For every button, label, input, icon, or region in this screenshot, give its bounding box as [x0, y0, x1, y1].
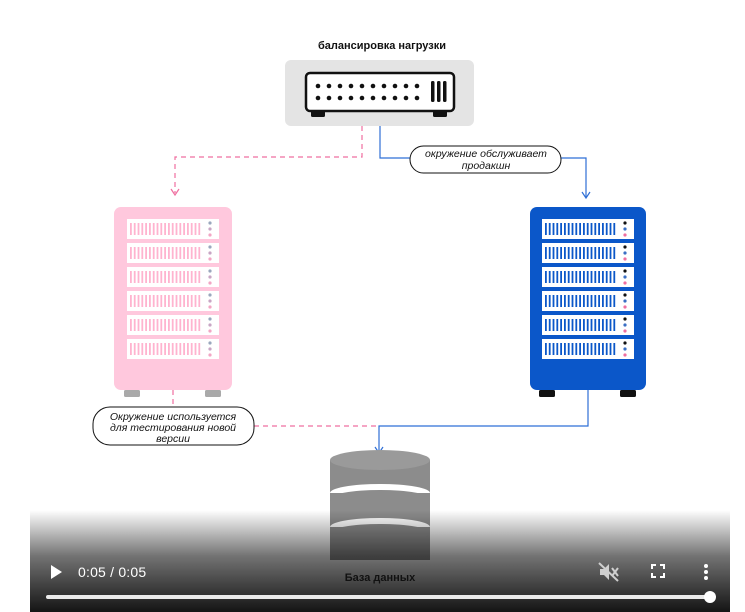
callout-testing-line-3: версии — [156, 433, 190, 445]
prod-to-db-line — [378, 390, 589, 452]
callout-testing-line-1: Окружение используется — [110, 411, 237, 423]
prod-server-icon — [530, 207, 646, 397]
play-icon[interactable] — [48, 563, 64, 581]
progress-bar[interactable] — [46, 591, 716, 603]
database-label: База данных — [345, 572, 416, 584]
video-controls: 0:05 / 0:05 — [30, 555, 730, 612]
progress-thumb[interactable] — [704, 591, 716, 603]
fullscreen-icon[interactable] — [650, 563, 666, 579]
load-balancer-icon — [285, 60, 474, 126]
time-display: 0:05 / 0:05 — [78, 564, 147, 580]
production-callout: окружение обслуживает продакшн — [409, 145, 562, 174]
test-connector-line — [174, 126, 363, 193]
testing-callout: Окружение используется для тестирования … — [92, 406, 255, 446]
callout-production-line-1: окружение обслуживает — [425, 148, 547, 160]
test-server-icon — [114, 207, 232, 397]
volume-muted-icon[interactable] — [598, 562, 620, 582]
more-vertical-icon[interactable] — [700, 562, 712, 582]
callout-production-line-2: продакшн — [462, 160, 511, 172]
callout-testing-line-2: для тестирования новой — [110, 422, 236, 434]
load-balancer-title: балансировка нагрузки — [318, 40, 446, 52]
